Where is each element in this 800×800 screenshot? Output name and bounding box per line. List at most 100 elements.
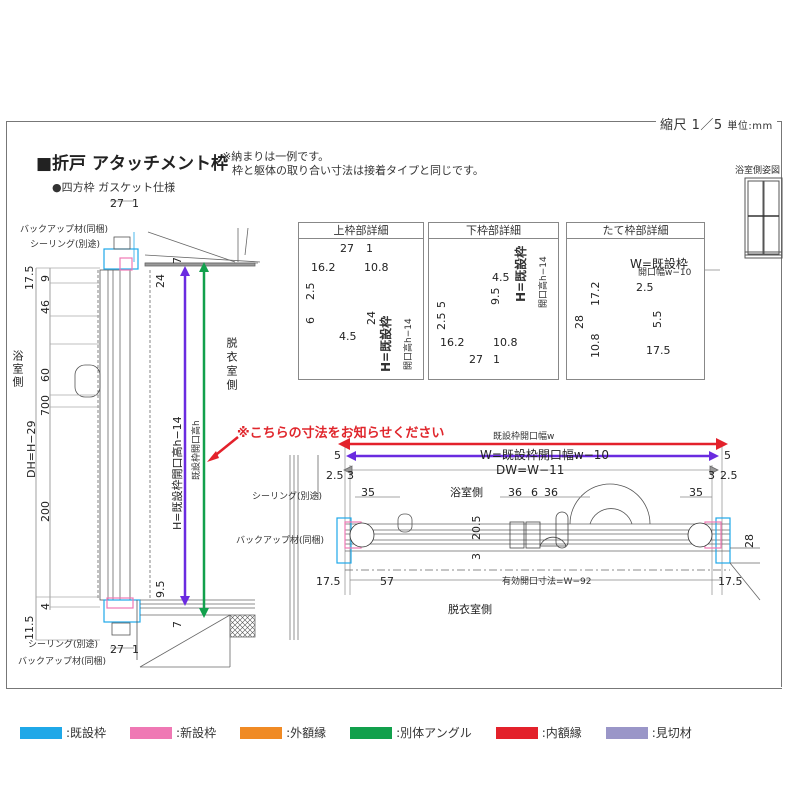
lower-dim-2-5: 2.5 — [435, 312, 448, 331]
dim-11-5: 11.5 — [23, 615, 36, 641]
drawing-frame — [6, 121, 782, 689]
side-dim-17-2: 17.2 — [589, 281, 602, 307]
h-dim-28: 28 — [743, 534, 756, 548]
dh-label: DH=H−29 — [25, 420, 38, 478]
elevation-figure — [744, 177, 783, 259]
dim-9: 9 — [39, 275, 52, 282]
side-w-label: W=既設枠 — [630, 257, 688, 271]
lower-dim-27: 27 — [469, 353, 483, 366]
legend-item: :別体アングル — [350, 724, 472, 741]
h-right-dim-2-5: 2.5 — [720, 469, 738, 482]
lower-dim-9-5: 9.5 — [489, 287, 502, 306]
label-backup-top: バックアップ材(同梱) — [20, 225, 109, 235]
h-label-sealing: シーリング(別途) — [252, 492, 323, 502]
dim-200: 200 — [39, 501, 52, 522]
dim-7-top: 7 — [171, 257, 184, 264]
legend-item: :内額縁 — [495, 724, 582, 741]
w-arrow — [346, 451, 719, 461]
unit-text: 単位:mm — [727, 121, 773, 132]
callout-arrow — [207, 436, 239, 462]
lower-dim-1: 1 — [493, 353, 500, 366]
side-dim-28: 28 — [573, 315, 586, 329]
panel-upper-detail: 上枠部詳細 — [298, 222, 424, 380]
legend-swatch — [240, 726, 283, 739]
panel-lower-detail: 下枠部詳細 — [428, 222, 559, 380]
lower-dim-10-8: 10.8 — [493, 336, 518, 349]
h-dim-17-5-left: 17.5 — [316, 575, 341, 588]
scale-label: 縮尺 1／5 単位:mm — [656, 114, 777, 133]
h-right-dim-5: 5 — [724, 449, 731, 462]
lower-h-sub: 開口高h−14 — [539, 256, 549, 308]
h-arrow — [180, 266, 190, 606]
h-dim-20-5: 20.5 — [470, 515, 483, 541]
legend-item: :新設枠 — [130, 724, 216, 741]
lower-dim-4-5: 4.5 — [492, 271, 510, 284]
note-line-1: ※納まりは一例です。 — [222, 150, 330, 163]
legend-swatch — [130, 726, 173, 739]
dim-60: 60 — [39, 368, 52, 382]
h-dim-35-left: 35 — [361, 486, 375, 499]
side-w-sub: 開口幅w−10 — [638, 268, 692, 278]
h-left-dim-2-5: 2.5 — [326, 469, 344, 482]
effective-opening-label: 有効開口寸法=W−92 — [502, 577, 592, 587]
upper-dim-2-5: 2.5 — [304, 282, 317, 301]
upper-dim-27: 27 — [340, 242, 354, 255]
label-sealing-bottom: シーリング(別途) — [28, 640, 99, 650]
dim-24: 24 — [154, 274, 167, 288]
legend-item: :外額縁 — [240, 724, 326, 741]
side-dim-5-5: 5.5 — [651, 310, 664, 329]
label-backup-bottom: バックアップ材(同梱) — [18, 657, 107, 667]
w-label: W=既設枠開口幅w−10 — [480, 448, 610, 462]
legend-swatch — [605, 726, 648, 739]
legend: :既設枠:新設枠:外額縁:別体アングル:内額縁:見切材 — [20, 724, 716, 741]
h-right-dim-3: 3 — [708, 469, 715, 482]
upper-dim-24: 24 — [365, 311, 378, 325]
upper-dim-4-5: 4.5 — [339, 330, 357, 343]
side-dim-10-8: 10.8 — [589, 333, 602, 359]
dim-46: 46 — [39, 300, 52, 314]
upper-h-sub: 開口高h−14 — [404, 318, 414, 370]
h-dim-35-right: 35 — [689, 486, 703, 499]
upper-dim-16-2: 16.2 — [311, 261, 336, 274]
dim-bottom-27: 27 — [110, 643, 124, 656]
lower-dim-16-2: 16.2 — [440, 336, 465, 349]
drawing-frame-right — [781, 121, 782, 687]
vertical-section — [35, 200, 261, 668]
dim-4: 4 — [39, 603, 52, 610]
legend-swatch — [20, 726, 62, 739]
side-dim-2-5: 2.5 — [636, 281, 654, 294]
h-dim-3: 3 — [470, 553, 483, 560]
h-left-dim-3: 3 — [347, 469, 354, 482]
h-left-dim-5: 5 — [334, 449, 341, 462]
h-label-backup: バックアップ材(同梱) — [236, 536, 325, 546]
label-sealing-top: シーリング(別途) — [30, 240, 101, 250]
h-dim-6: 6 — [531, 486, 538, 499]
note: ※納まりは一例です。 枠と躯体の取り合い寸法は接着タイプと同じです。 — [222, 150, 484, 178]
existing-width-label: 既設枠開口幅w — [493, 432, 555, 442]
dim-9-5: 9.5 — [154, 580, 167, 599]
bath-side-label: 浴室側 — [11, 350, 24, 389]
legend-label: :外額縁 — [286, 726, 327, 740]
h-dim-57: 57 — [380, 575, 394, 588]
legend-item: :見切材 — [605, 724, 692, 741]
panel-title: 上枠部詳細 — [299, 223, 423, 239]
dressing-side-label: 脱衣室側 — [225, 337, 238, 393]
horizontal-section — [289, 445, 761, 640]
legend-swatch — [495, 726, 538, 739]
dim-7-bottom: 7 — [171, 621, 184, 628]
legend-label: :見切材 — [651, 726, 692, 740]
panel-title: たて枠部詳細 — [567, 223, 704, 239]
existing-width-arrow — [338, 438, 728, 450]
h-existing-arrow — [199, 262, 209, 618]
h-dressing-side: 脱衣室側 — [448, 603, 492, 616]
scale-text: 縮尺 1／5 — [660, 118, 723, 133]
h-dim-36-a: 36 — [508, 486, 522, 499]
upper-dim-1: 1 — [366, 242, 373, 255]
note-line-2: 枠と躯体の取り合い寸法は接着タイプと同じです。 — [232, 164, 484, 177]
legend-label: :新設枠 — [176, 726, 217, 740]
side-dim-17-5: 17.5 — [646, 344, 671, 357]
legend-label: :内額縁 — [541, 726, 582, 740]
lower-h-label: H=既設枠 — [514, 245, 528, 302]
panel-title: 下枠部詳細 — [429, 223, 558, 239]
